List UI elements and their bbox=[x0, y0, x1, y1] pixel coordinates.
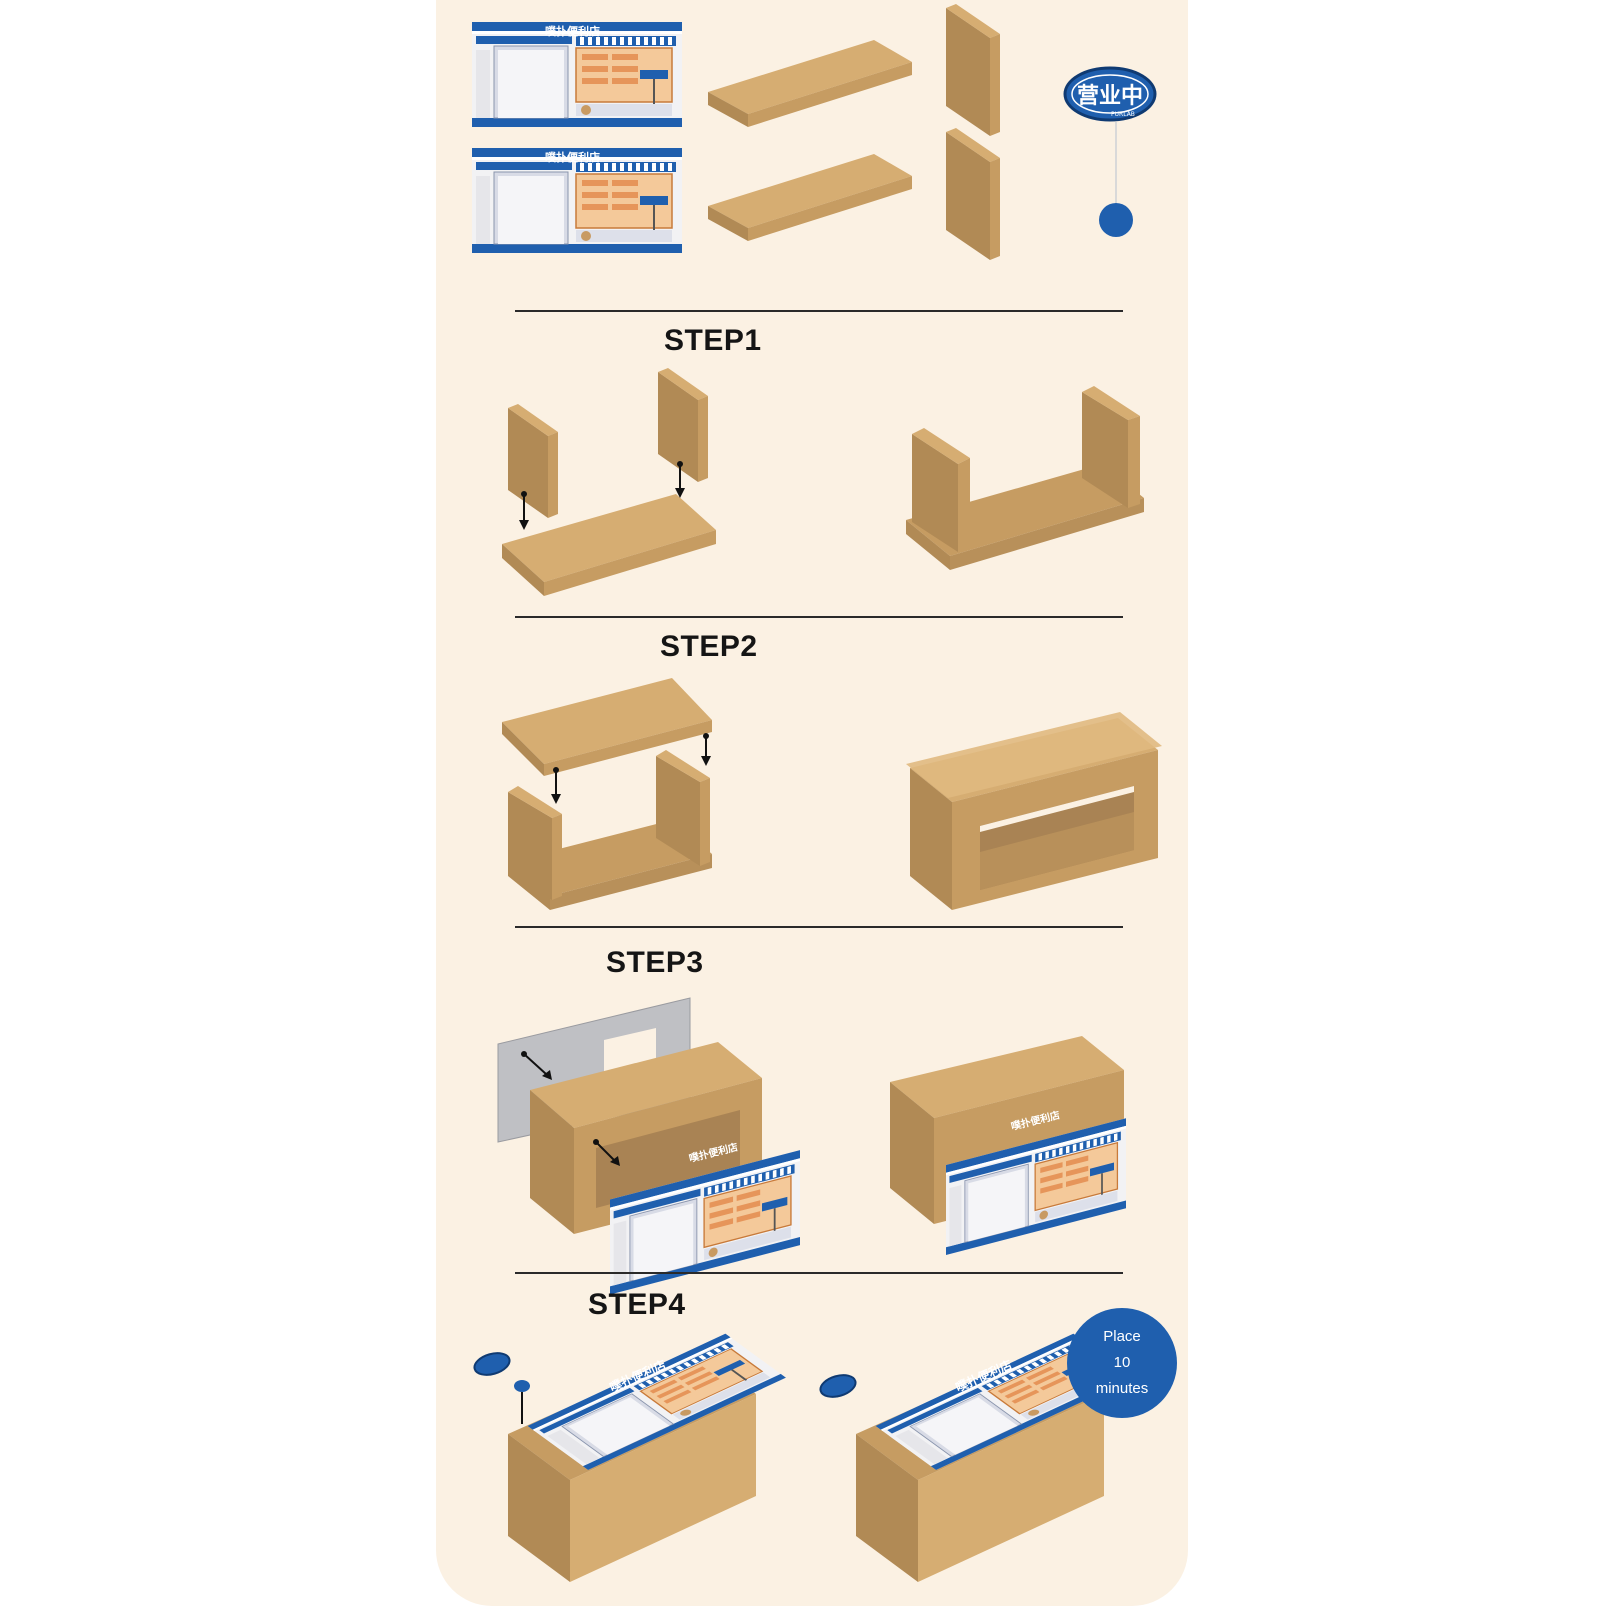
step2-before bbox=[502, 678, 712, 910]
wait-note-line2: 10 bbox=[1113, 1354, 1131, 1371]
sign-base-dot bbox=[1099, 203, 1133, 237]
wall-part-a bbox=[946, 4, 1000, 136]
wait-note-line3: minutes bbox=[1095, 1380, 1149, 1397]
sign-brand: PURLAB bbox=[1111, 111, 1135, 118]
board-part-a bbox=[708, 40, 912, 127]
step3-title: STEP3 bbox=[606, 946, 704, 979]
step2-after bbox=[906, 712, 1162, 910]
wait-note-line1: Place bbox=[1103, 1328, 1141, 1345]
step3-before: 噗扑便利店 bbox=[497, 997, 800, 1296]
step1-before bbox=[502, 368, 716, 596]
step4-title: STEP4 bbox=[588, 1288, 686, 1321]
open-sign: 营业中 PURLAB bbox=[1063, 66, 1157, 237]
step1-after bbox=[906, 386, 1144, 570]
divider-step4 bbox=[515, 1272, 1123, 1274]
shop-name-b: 噗扑便利店 bbox=[545, 150, 600, 164]
wait-note-badge: Place 10 minutes bbox=[1067, 1308, 1177, 1418]
divider-step3 bbox=[515, 926, 1123, 928]
step3-after: 噗扑便利店 bbox=[890, 1036, 1126, 1256]
shop-name-a: 噗扑便利店 bbox=[545, 24, 600, 38]
divider-step2 bbox=[515, 616, 1123, 618]
sign-text: 营业中 bbox=[1077, 84, 1143, 109]
step4-after: 噗扑便利店 bbox=[819, 1332, 1135, 1582]
divider-step1 bbox=[515, 310, 1123, 312]
step4-before: 噗扑便利店 bbox=[473, 1332, 787, 1582]
step2-title: STEP2 bbox=[660, 630, 758, 663]
board-part-b bbox=[708, 154, 912, 241]
step1-title: STEP1 bbox=[664, 324, 762, 357]
wall-part-b bbox=[946, 128, 1000, 260]
